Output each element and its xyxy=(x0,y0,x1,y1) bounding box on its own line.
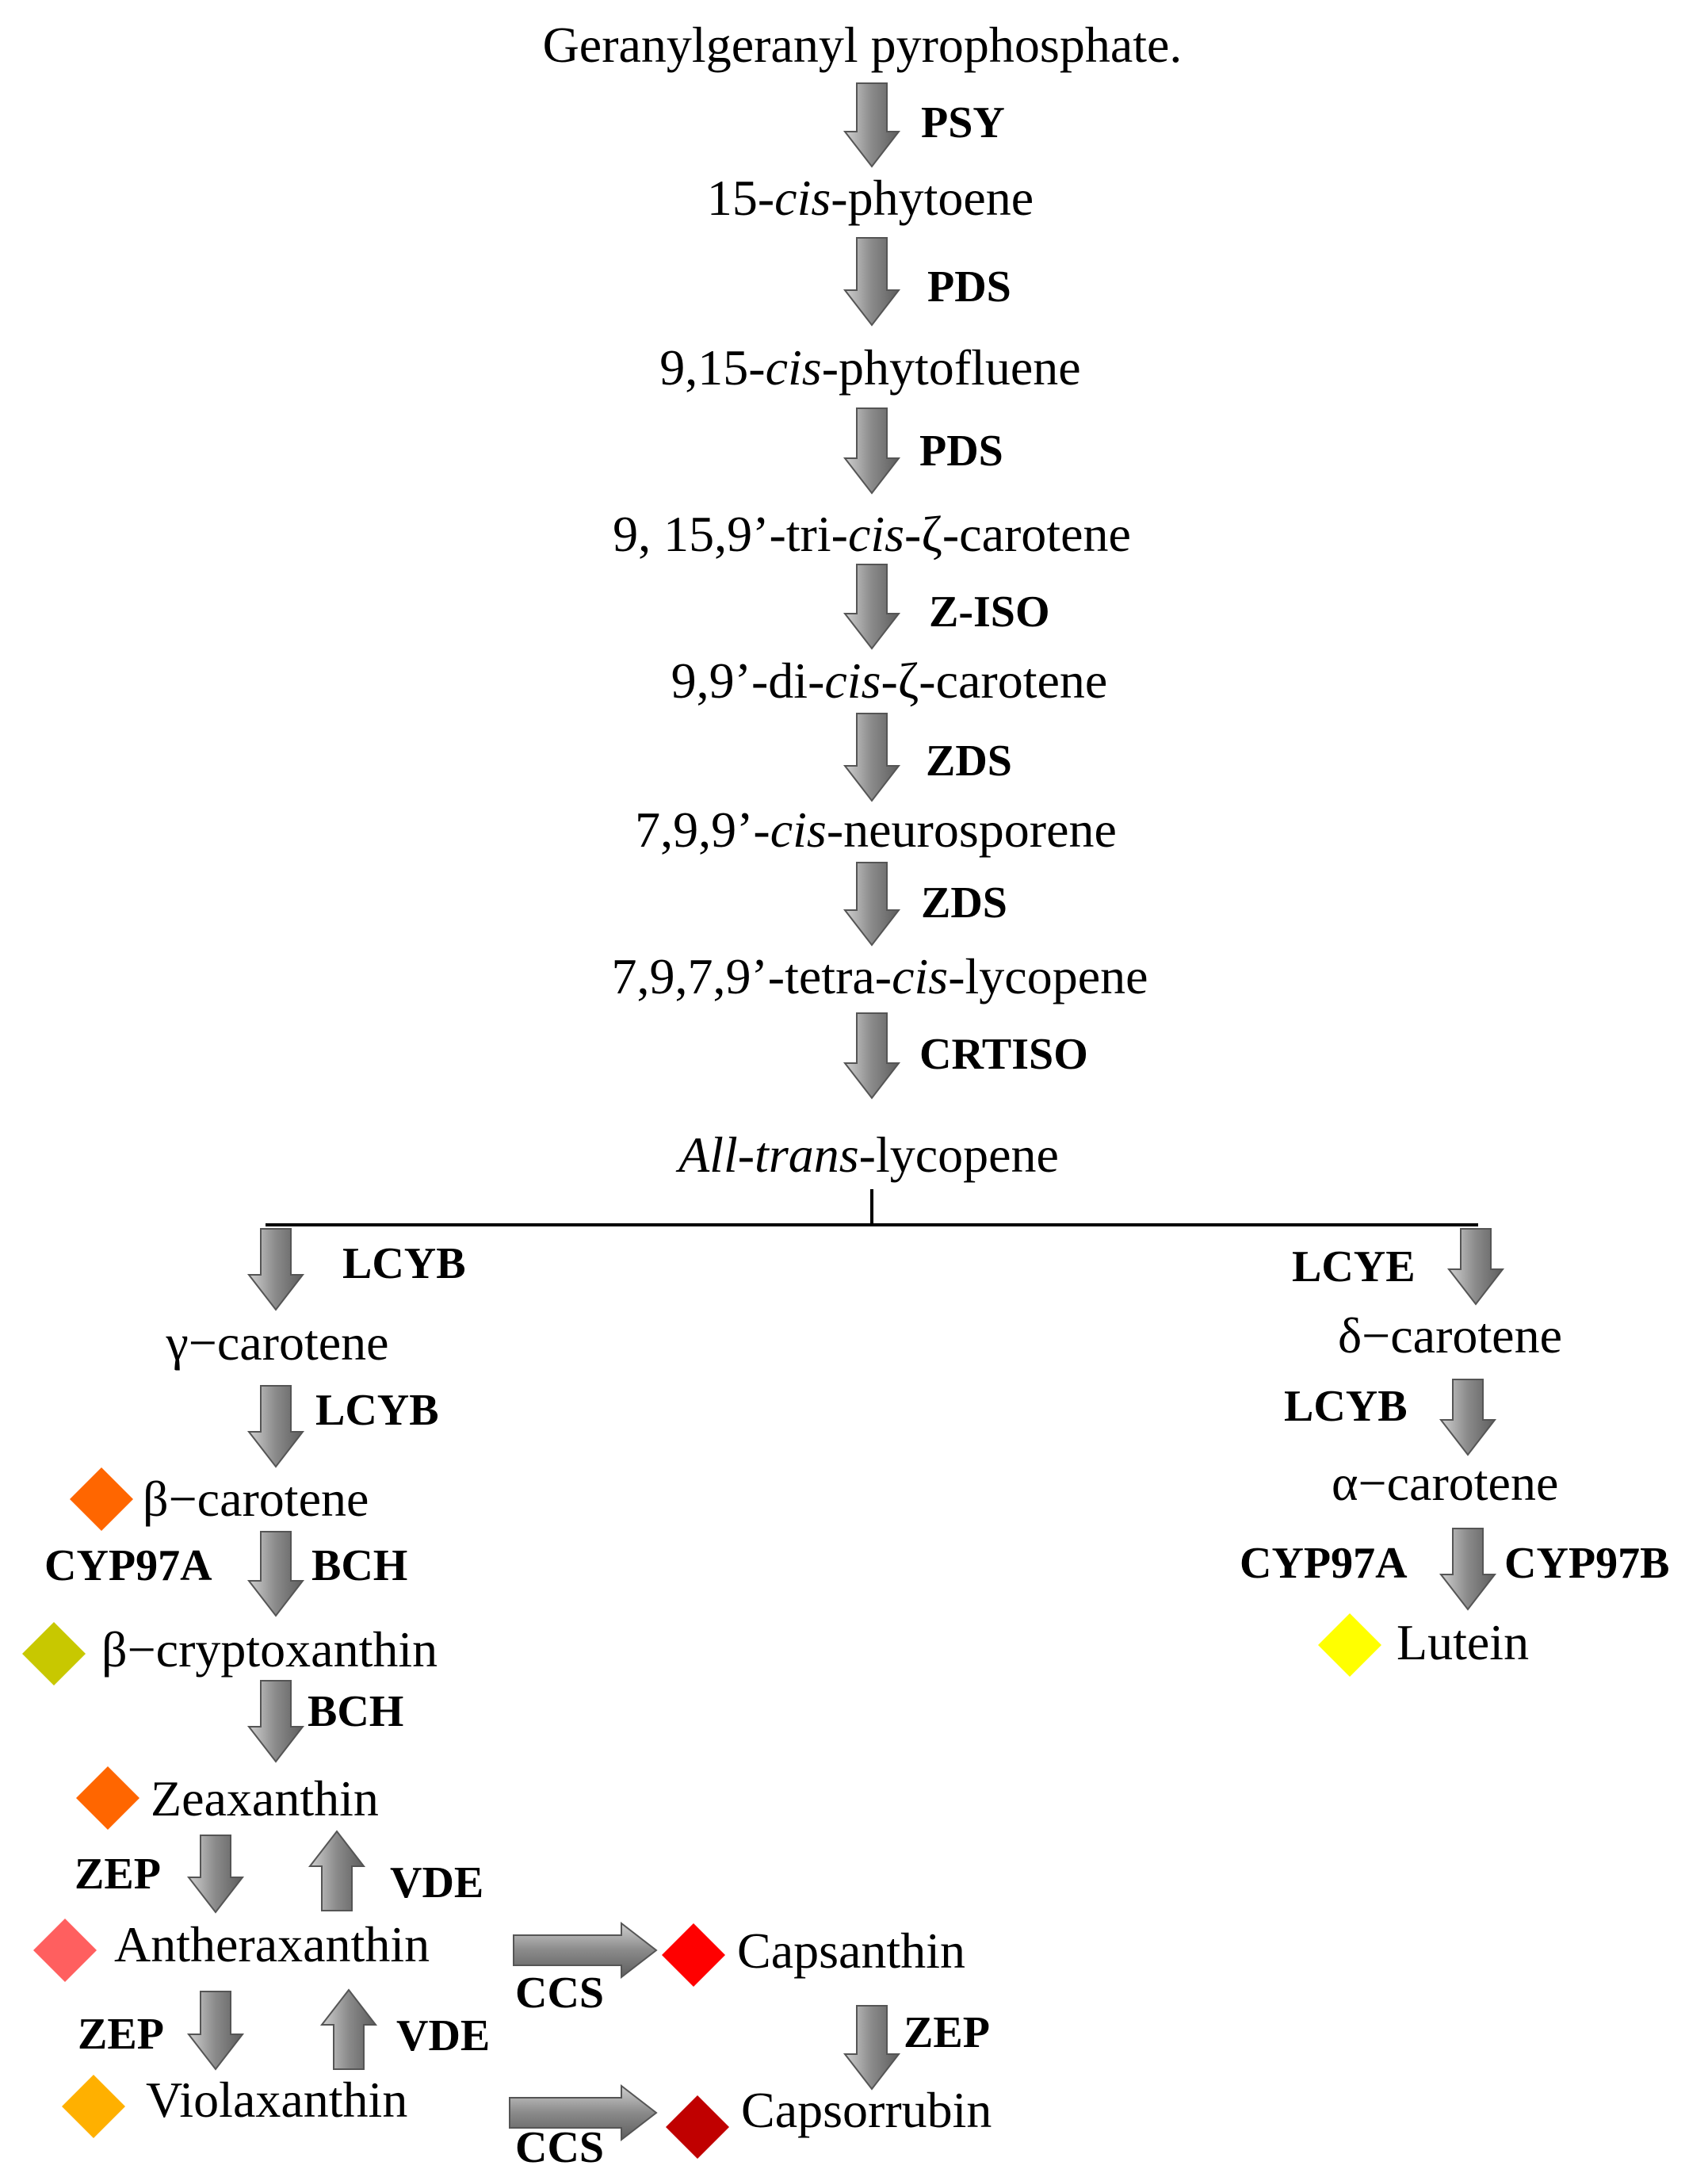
arrow-down-icon xyxy=(843,237,901,327)
arrow-down-icon xyxy=(186,1835,245,1914)
enzyme-pds-2: PDS xyxy=(919,427,1003,476)
enzyme-zep: ZEP xyxy=(75,1850,161,1899)
compound-lutein: Lutein xyxy=(1397,1614,1529,1670)
arrow-down-icon xyxy=(1439,1379,1497,1456)
enzyme-ccs: CCS xyxy=(515,1968,604,2018)
arrow-down-icon xyxy=(843,713,901,802)
enzyme-bch: BCH xyxy=(311,1541,407,1590)
beta-cryptoxanthin-marker-icon xyxy=(22,1622,86,1685)
enzyme-cyp97a-2: CYP97A xyxy=(1240,1539,1408,1588)
compound-delta-carotene: δ−carotene xyxy=(1338,1307,1562,1364)
branch-connector xyxy=(266,1189,1478,1226)
enzyme-bch-2: BCH xyxy=(308,1687,403,1736)
compound-tri-cis-zeta-carotene: 9, 15,9’-tri-cis-ζ-carotene xyxy=(613,506,1131,562)
compound-antheraxanthin: Antheraxanthin xyxy=(114,1916,430,1972)
enzyme-crtiso: CRTISO xyxy=(919,1030,1088,1079)
capsanthin-marker-icon xyxy=(662,1923,725,1987)
enzyme-lcyb: LCYB xyxy=(342,1239,466,1288)
arrow-right-icon xyxy=(513,1921,658,1980)
enzyme-z-iso: Z-ISO xyxy=(929,587,1050,637)
arrow-down-icon xyxy=(843,564,901,650)
enzyme-psy: PSY xyxy=(921,98,1005,147)
compound-15-cis-phytoene: 15-cis-phytoene xyxy=(707,170,1034,226)
compound-capsorubin: Capsorrubin xyxy=(741,2082,992,2138)
enzyme-lcyb-2: LCYB xyxy=(315,1386,439,1435)
compound-beta-carotene: β−carotene xyxy=(143,1471,369,1527)
enzyme-ccs-2: CCS xyxy=(515,2123,604,2172)
enzyme-zep-2: ZEP xyxy=(78,2010,164,2059)
enzyme-zds-2: ZDS xyxy=(921,878,1007,928)
arrow-down-icon xyxy=(843,862,901,947)
enzyme-cyp97b: CYP97B xyxy=(1504,1539,1669,1588)
arrow-down-icon xyxy=(1439,1528,1497,1611)
compound-gamma-carotene: γ−carotene xyxy=(165,1314,388,1371)
arrow-down-icon xyxy=(843,407,901,495)
arrow-up-icon xyxy=(319,1988,378,2070)
compound-tetra-cis-lycopene: 7,9,7,9’-tetra-cis-lycopene xyxy=(611,948,1148,1004)
arrow-down-icon xyxy=(246,1385,305,1468)
compound-all-trans-lycopene: All-trans-lycopene xyxy=(675,1127,1059,1183)
compound-phytofluene: 9,15-cis-phytofluene xyxy=(659,339,1080,396)
enzyme-vde-2: VDE xyxy=(396,2011,490,2060)
lutein-marker-icon xyxy=(1318,1613,1381,1677)
violaxanthin-marker-icon xyxy=(62,2075,125,2138)
zeaxanthin-marker-icon xyxy=(76,1766,139,1830)
compound-di-cis-zeta-carotene: 9,9’-di-cis-ζ-carotene xyxy=(671,652,1108,709)
arrow-down-icon xyxy=(843,82,901,168)
enzyme-lcyb-3: LCYB xyxy=(1284,1382,1408,1431)
enzyme-pds: PDS xyxy=(927,262,1011,312)
enzyme-zds: ZDS xyxy=(926,737,1012,786)
arrow-down-icon xyxy=(186,1991,245,2071)
arrow-down-icon xyxy=(843,1012,901,1100)
enzyme-lcye: LCYE xyxy=(1292,1242,1416,1291)
compound-alpha-carotene: α−carotene xyxy=(1332,1455,1558,1511)
arrow-down-icon xyxy=(246,1680,305,1763)
compound-zeaxanthin: Zeaxanthin xyxy=(151,1770,379,1827)
arrow-down-icon xyxy=(246,1531,305,1617)
enzyme-zep-caps: ZEP xyxy=(904,2008,990,2057)
beta-carotene-marker-icon xyxy=(70,1467,133,1531)
compound-ggpp: Geranylgeranyl pyrophosphate. xyxy=(543,17,1183,73)
arrow-down-icon xyxy=(843,2005,901,2091)
compound-capsanthin: Capsanthin xyxy=(737,1923,965,1979)
arrow-down-icon xyxy=(246,1228,305,1311)
enzyme-cyp97a: CYP97A xyxy=(44,1541,212,1590)
enzyme-vde: VDE xyxy=(390,1858,483,1907)
arrow-up-icon xyxy=(308,1830,366,1911)
compound-beta-cryptoxanthin: β−cryptoxanthin xyxy=(101,1621,438,1678)
compound-neurosporene: 7,9,9’-cis-neurosporene xyxy=(635,802,1117,858)
antheraxanthin-marker-icon xyxy=(33,1919,97,1982)
capsorubin-marker-icon xyxy=(666,2095,729,2159)
arrow-right-icon xyxy=(509,2083,658,2142)
arrow-down-icon xyxy=(1446,1228,1505,1306)
compound-violaxanthin: Violaxanthin xyxy=(146,2072,407,2128)
